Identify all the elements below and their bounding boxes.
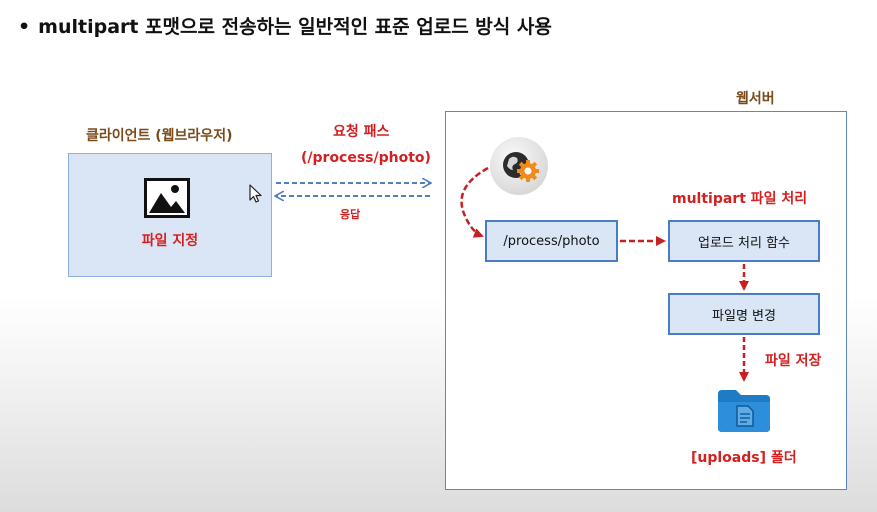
rename-file-node: 파일명 변경	[668, 293, 820, 335]
request-label: 요청 패스	[333, 124, 390, 140]
server-label: 웹서버	[736, 91, 775, 107]
title-text: multipart 포맷으로 전송하는 일반적인 표준 업로드 방식 사용	[38, 16, 552, 38]
bullet: •	[18, 16, 31, 38]
folder-document-icon	[718, 390, 770, 432]
response-label: 응답	[340, 208, 361, 221]
globe-gear-icon	[490, 137, 548, 195]
upload-handler-node: 업로드 처리 함수	[668, 220, 820, 262]
save-label: 파일 저장	[765, 353, 822, 369]
client-box: 파일 지정	[68, 153, 272, 277]
route-node: /process/photo	[485, 220, 618, 262]
page-title: • multipart 포맷으로 전송하는 일반적인 표준 업로드 방식 사용	[18, 12, 552, 39]
multipart-label: multipart 파일 처리	[672, 191, 808, 207]
image-icon	[144, 178, 190, 218]
folder-label: [uploads] 폴더	[691, 450, 797, 466]
mouse-cursor-icon	[249, 184, 262, 203]
request-path: (/process/photo)	[301, 150, 431, 166]
client-label: 클라이언트 (웹브라우저)	[86, 128, 233, 144]
client-caption: 파일 지정	[141, 233, 199, 249]
